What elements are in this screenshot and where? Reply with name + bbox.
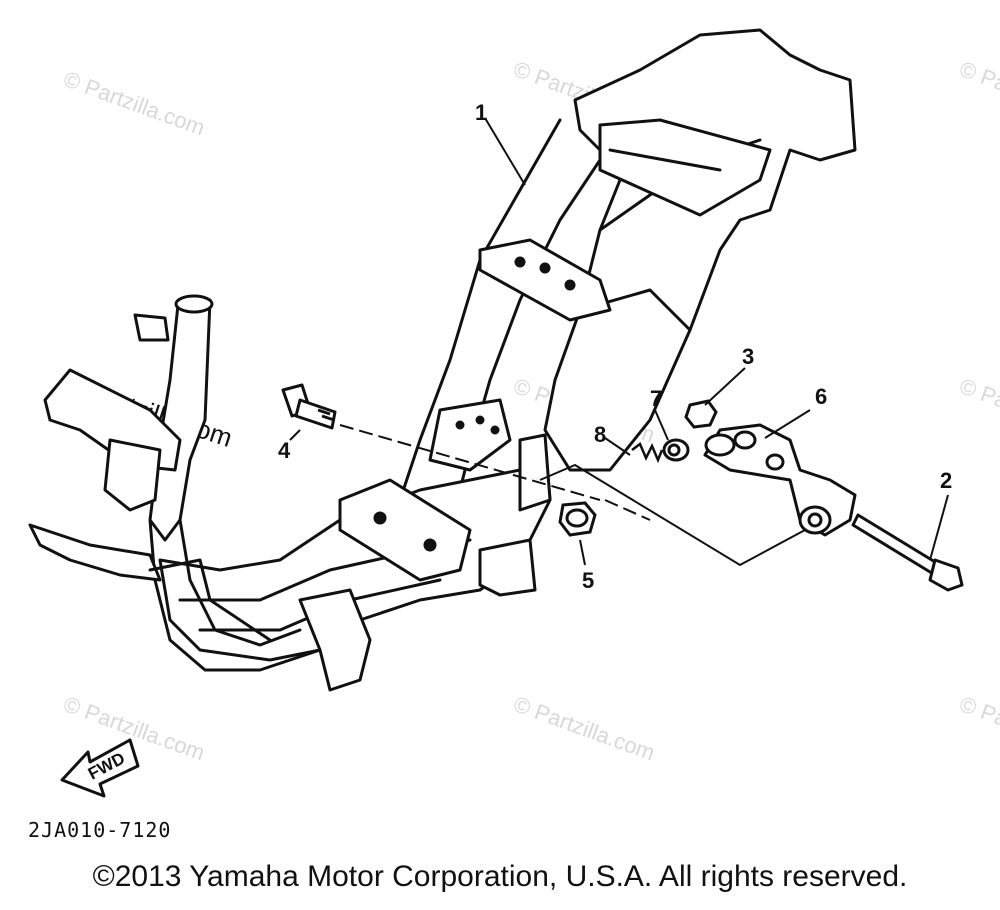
collar-item-7	[662, 438, 690, 462]
callout-2: 2	[940, 468, 952, 493]
diagram-part-code: 2JA010-7120	[28, 818, 172, 842]
nut-item-5	[558, 501, 597, 537]
nut-item-3	[684, 399, 718, 429]
bolt-item-2	[851, 513, 964, 592]
callout-1: 1	[475, 100, 487, 125]
spring-item-8	[631, 442, 664, 464]
callout-6: 6	[815, 384, 827, 409]
assembly-guide-lines	[339, 424, 806, 567]
bolt-item-4	[281, 383, 337, 430]
copyright-notice: ©2013 Yamaha Motor Corporation, U.S.A. A…	[92, 860, 908, 893]
watermark-text: © Partzilla.com	[956, 691, 1000, 765]
leader-lines	[289, 117, 949, 566]
callout-labels: 1 2 3 4 5 6 7 8	[278, 100, 952, 593]
callout-4: 4	[278, 438, 291, 463]
fwd-arrow-icon: FWD	[60, 738, 140, 798]
callout-8: 8	[594, 422, 606, 447]
watermark-text: © Partzilla.com	[60, 66, 208, 140]
callout-7: 7	[650, 386, 662, 411]
watermark-text: © Partzilla.com	[510, 691, 658, 765]
scooter-frame	[28, 28, 857, 692]
watermark-text: © Partzilla.com	[956, 56, 1000, 130]
callout-3: 3	[742, 344, 754, 369]
callout-5: 5	[582, 568, 594, 593]
watermark-text: © Partzilla.com	[956, 373, 1000, 447]
engine-bracket-item-6	[703, 423, 857, 537]
